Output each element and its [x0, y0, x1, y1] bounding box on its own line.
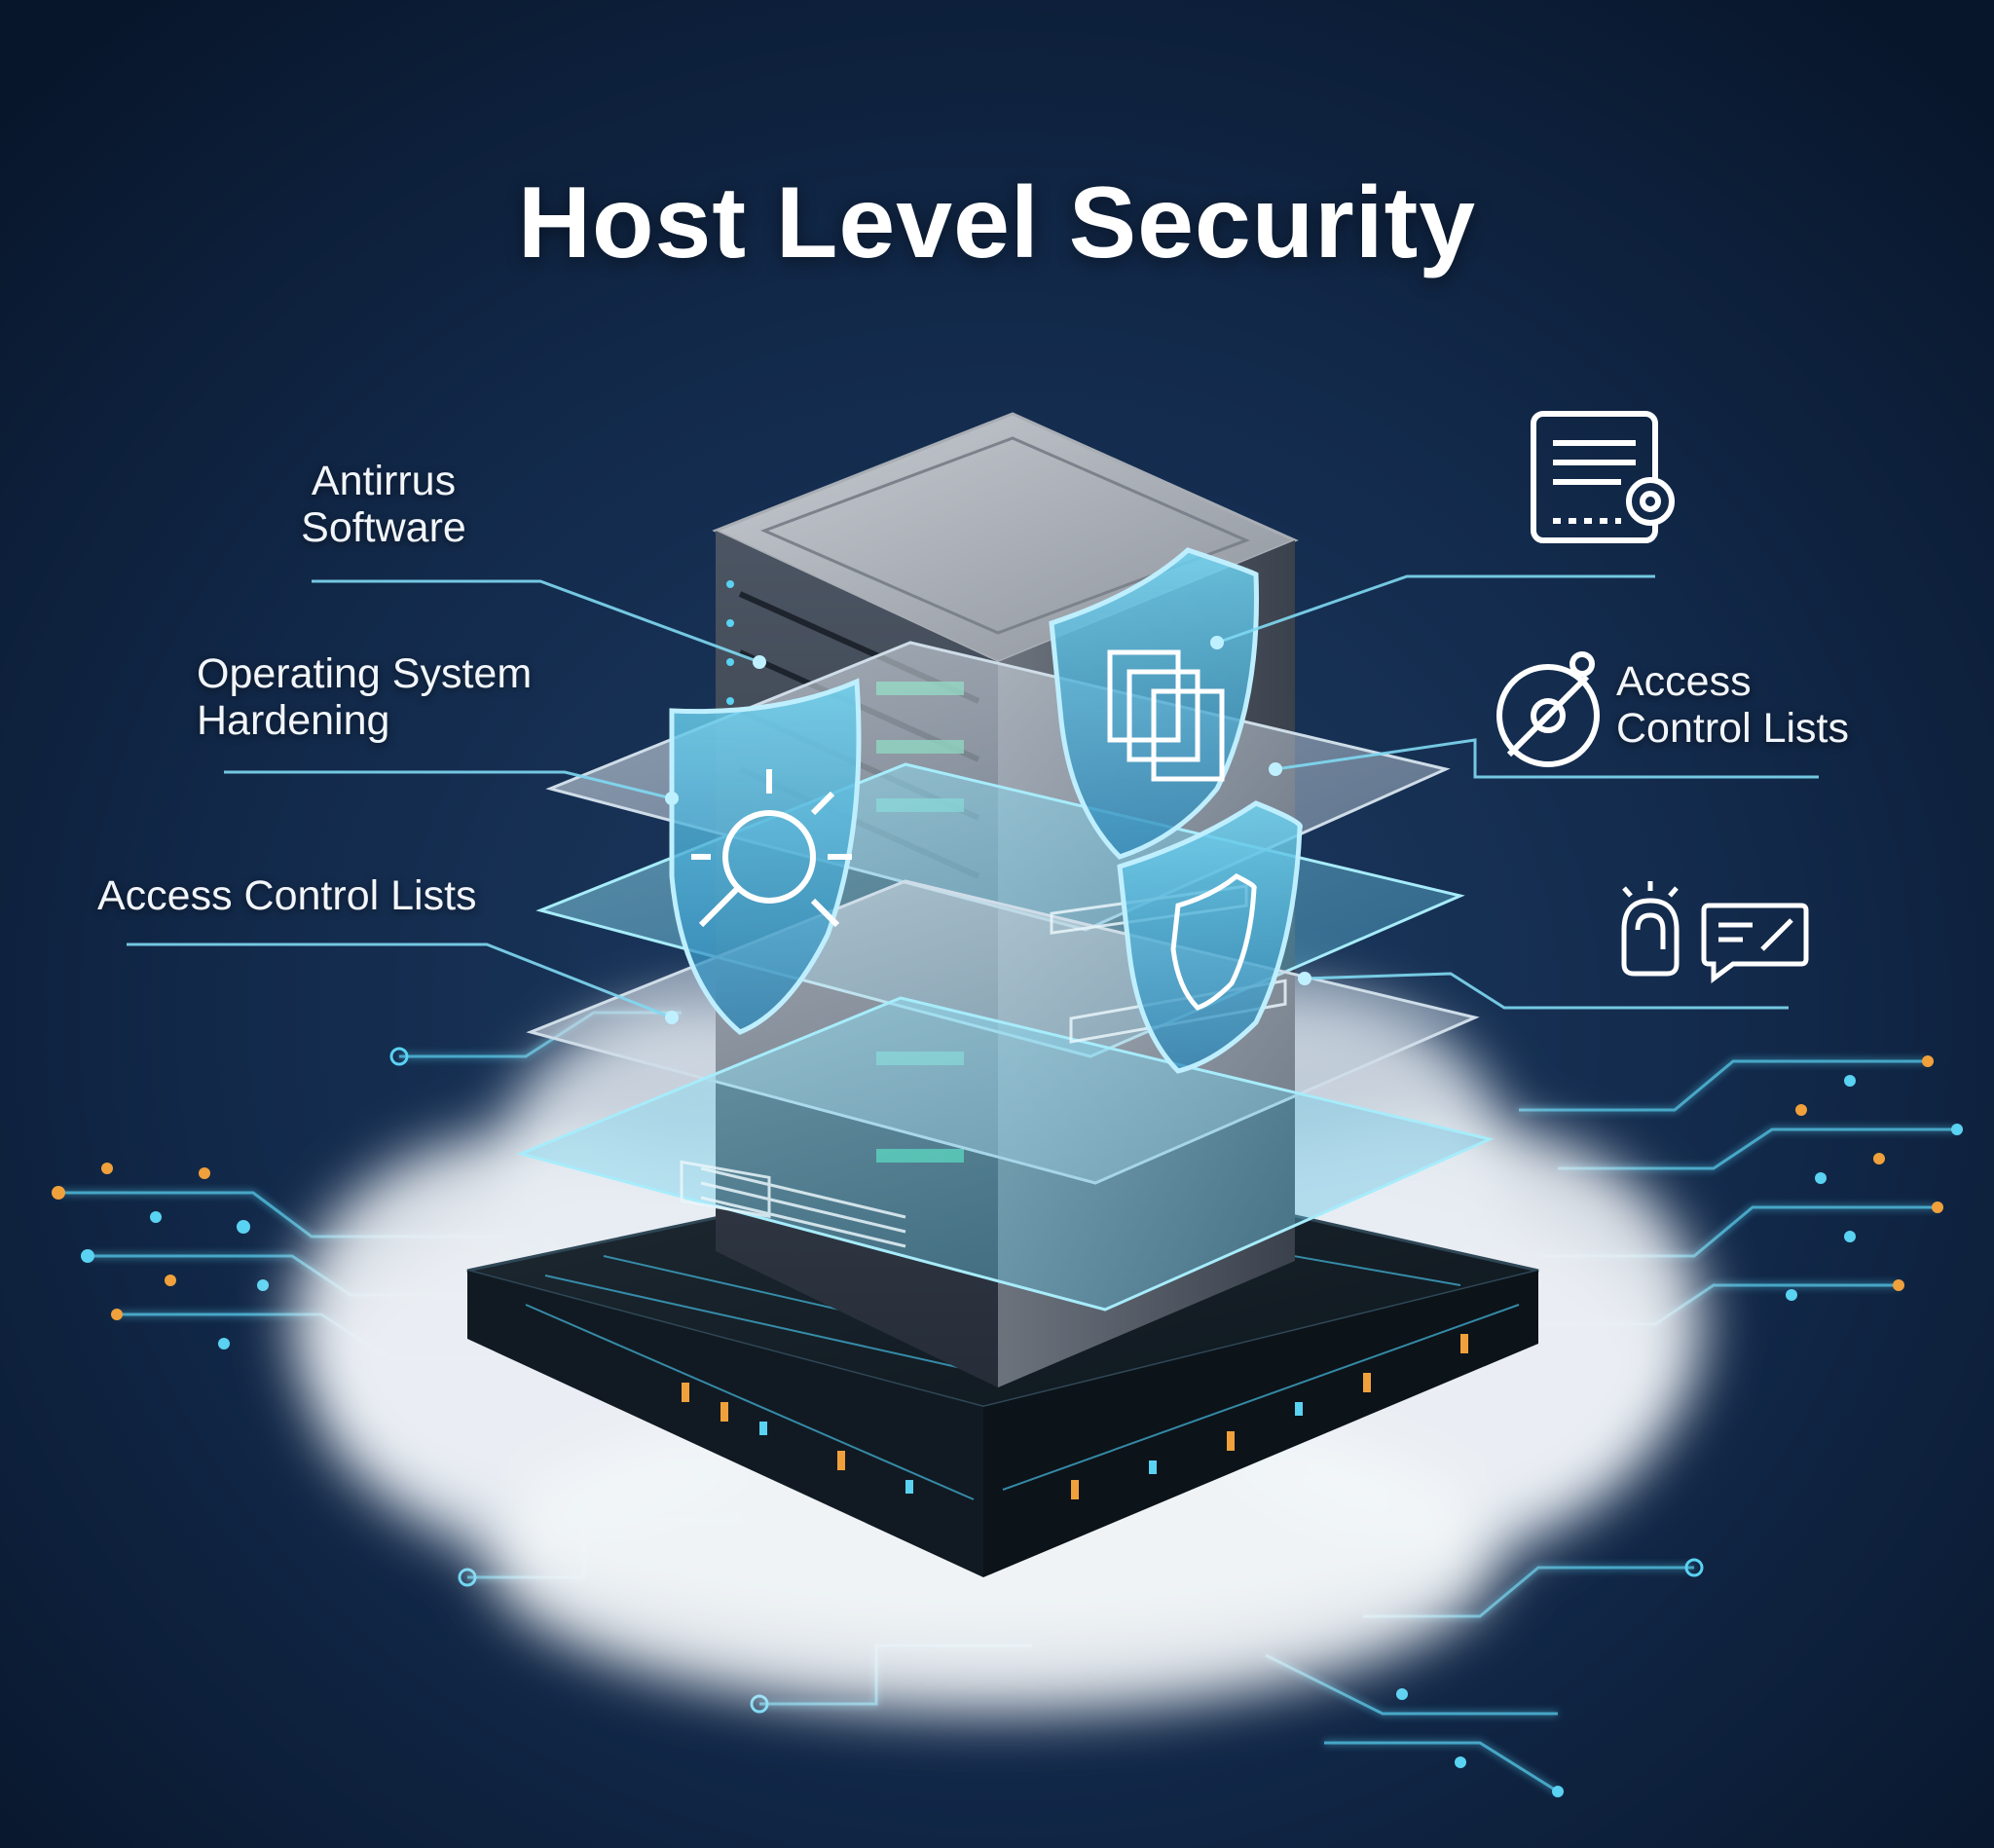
- leader-lines: [127, 574, 1819, 1019]
- fingerprint-lock-icon: [1621, 881, 1680, 977]
- label-access-control-lists-left: Access Control Lists: [97, 872, 477, 919]
- no-access-key-icon: [1496, 651, 1600, 767]
- files-shield-icon: [1049, 547, 1259, 860]
- terminal-keypad-icon: [1531, 411, 1675, 543]
- leader-dots: [665, 636, 1311, 1024]
- layer-blue-3: [516, 996, 1495, 1312]
- label-operating-system-hardening: Operating System Hardening: [197, 650, 533, 744]
- shield-in-shield-icon: [1117, 800, 1303, 1074]
- page-title: Host Level Security: [517, 166, 1477, 279]
- bug-magnifier-shield-icon: [669, 678, 862, 1035]
- label-antivirus-software: Antirrus Software: [301, 458, 466, 551]
- message-screen-icon: [1701, 903, 1809, 983]
- label-access-control-lists-right: Access Control Lists: [1616, 658, 1849, 752]
- circuit-dots: [52, 1047, 1963, 1797]
